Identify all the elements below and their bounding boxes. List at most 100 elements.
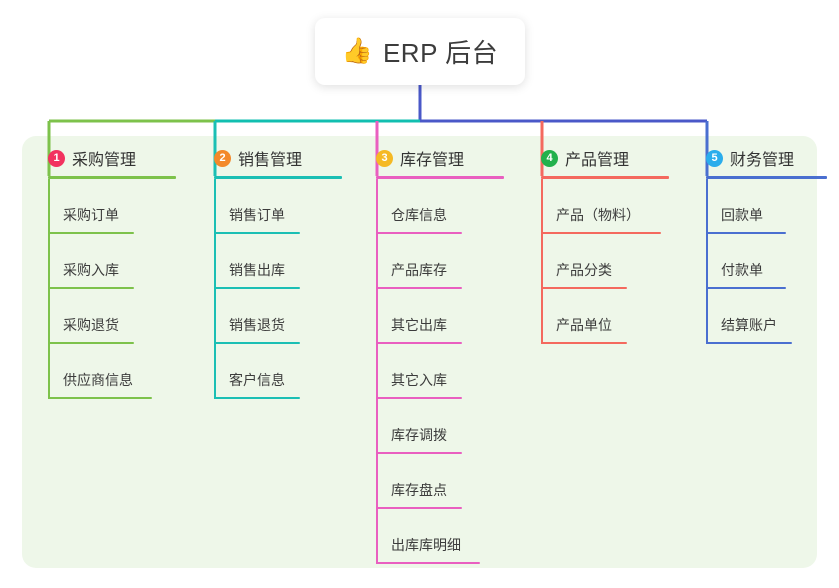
branch-header-1[interactable]: 1 采购管理: [34, 146, 194, 170]
branch-title: 产品管理: [565, 152, 630, 169]
branch-item-list: 仓库信息产品库存其它出库其它入库库存调拨库存盘点出库库明细: [362, 179, 522, 564]
list-item[interactable]: 付款单: [692, 234, 839, 289]
item-label: 出库库明细: [391, 537, 461, 553]
branch-badge-icon: 2: [214, 149, 231, 167]
item-underline: [541, 232, 661, 234]
list-item[interactable]: 销售订单: [200, 179, 360, 234]
list-item[interactable]: 库存盘点: [362, 454, 522, 509]
list-item[interactable]: 销售出库: [200, 234, 360, 289]
item-connector: [541, 179, 543, 234]
list-item[interactable]: 出库库明细: [362, 509, 522, 564]
item-underline: [376, 452, 462, 454]
item-connector: [214, 289, 216, 344]
item-connector: [214, 234, 216, 289]
branch-underline: [541, 176, 669, 179]
item-underline: [376, 342, 462, 344]
item-underline: [48, 342, 134, 344]
item-label: 结算账户: [721, 317, 777, 333]
branch-underline: [48, 176, 176, 179]
item-connector: [48, 234, 50, 289]
list-item[interactable]: 产品库存: [362, 234, 522, 289]
list-item[interactable]: 库存调拨: [362, 399, 522, 454]
item-label: 产品（物料）: [556, 207, 640, 223]
item-underline: [214, 232, 300, 234]
list-item[interactable]: 销售退货: [200, 289, 360, 344]
list-item[interactable]: 采购订单: [34, 179, 194, 234]
item-label: 产品单位: [556, 317, 612, 333]
list-item[interactable]: 其它出库: [362, 289, 522, 344]
item-label: 采购订单: [63, 207, 119, 223]
branch-underline: [376, 176, 504, 179]
item-underline: [376, 287, 462, 289]
item-underline: [706, 342, 792, 344]
item-connector: [541, 289, 543, 344]
list-item[interactable]: 仓库信息: [362, 179, 522, 234]
item-label: 仓库信息: [391, 207, 447, 223]
item-underline: [376, 562, 480, 564]
item-connector: [706, 179, 708, 234]
list-item[interactable]: 产品（物料）: [527, 179, 697, 234]
branch-badge-icon: 3: [376, 149, 393, 167]
item-label: 库存盘点: [391, 482, 447, 498]
branch-title: 采购管理: [72, 152, 137, 169]
item-connector: [214, 179, 216, 234]
branch-item-list: 销售订单销售出库销售退货客户信息: [200, 179, 360, 399]
list-item[interactable]: 回款单: [692, 179, 839, 234]
branch-underline: [214, 176, 342, 179]
list-item[interactable]: 结算账户: [692, 289, 839, 344]
item-label: 销售出库: [229, 262, 285, 278]
item-label: 采购退货: [63, 317, 119, 333]
root-node[interactable]: 👍 ERP 后台: [315, 18, 525, 85]
item-connector: [376, 234, 378, 289]
list-item[interactable]: 客户信息: [200, 344, 360, 399]
item-connector: [376, 399, 378, 454]
item-label: 销售订单: [229, 207, 285, 223]
branch-title: 库存管理: [400, 152, 465, 169]
branch-item-list: 采购订单采购入库采购退货供应商信息: [34, 179, 194, 399]
branch-header-3[interactable]: 3 库存管理: [362, 146, 522, 170]
item-connector: [706, 234, 708, 289]
item-label: 销售退货: [229, 317, 285, 333]
branch-item-list: 产品（物料） 产品分类产品单位: [527, 179, 697, 344]
list-item[interactable]: 供应商信息: [34, 344, 194, 399]
list-item[interactable]: 其它入库: [362, 344, 522, 399]
item-connector: [376, 179, 378, 234]
item-underline: [48, 287, 134, 289]
item-underline: [706, 232, 786, 234]
item-connector: [48, 289, 50, 344]
item-underline: [48, 232, 134, 234]
item-label: 付款单: [721, 262, 763, 278]
item-underline: [214, 287, 300, 289]
branch-column-1: 1 采购管理采购订单采购入库采购退货供应商信息: [34, 146, 194, 399]
item-label: 供应商信息: [63, 372, 133, 388]
item-underline: [706, 287, 786, 289]
item-underline: [214, 342, 300, 344]
item-connector: [48, 344, 50, 399]
item-underline: [376, 232, 462, 234]
item-underline: [541, 287, 627, 289]
item-label: 客户信息: [229, 372, 285, 388]
item-label: 回款单: [721, 207, 763, 223]
list-item[interactable]: 采购入库: [34, 234, 194, 289]
branch-underline: [706, 176, 827, 179]
item-connector: [376, 454, 378, 509]
item-label: 产品库存: [391, 262, 447, 278]
list-item[interactable]: 采购退货: [34, 289, 194, 344]
item-connector: [541, 234, 543, 289]
branch-badge-icon: 1: [48, 149, 65, 167]
item-connector: [214, 344, 216, 399]
item-connector: [376, 289, 378, 344]
list-item[interactable]: 产品单位: [527, 289, 697, 344]
item-label: 采购入库: [63, 262, 119, 278]
item-underline: [376, 507, 462, 509]
list-item[interactable]: 产品分类: [527, 234, 697, 289]
page-title: ERP 后台: [382, 38, 499, 68]
item-underline: [376, 397, 462, 399]
item-underline: [48, 397, 152, 399]
branch-column-3: 3 库存管理仓库信息产品库存其它出库其它入库库存调拨库存盘点出库库明细: [362, 146, 522, 564]
